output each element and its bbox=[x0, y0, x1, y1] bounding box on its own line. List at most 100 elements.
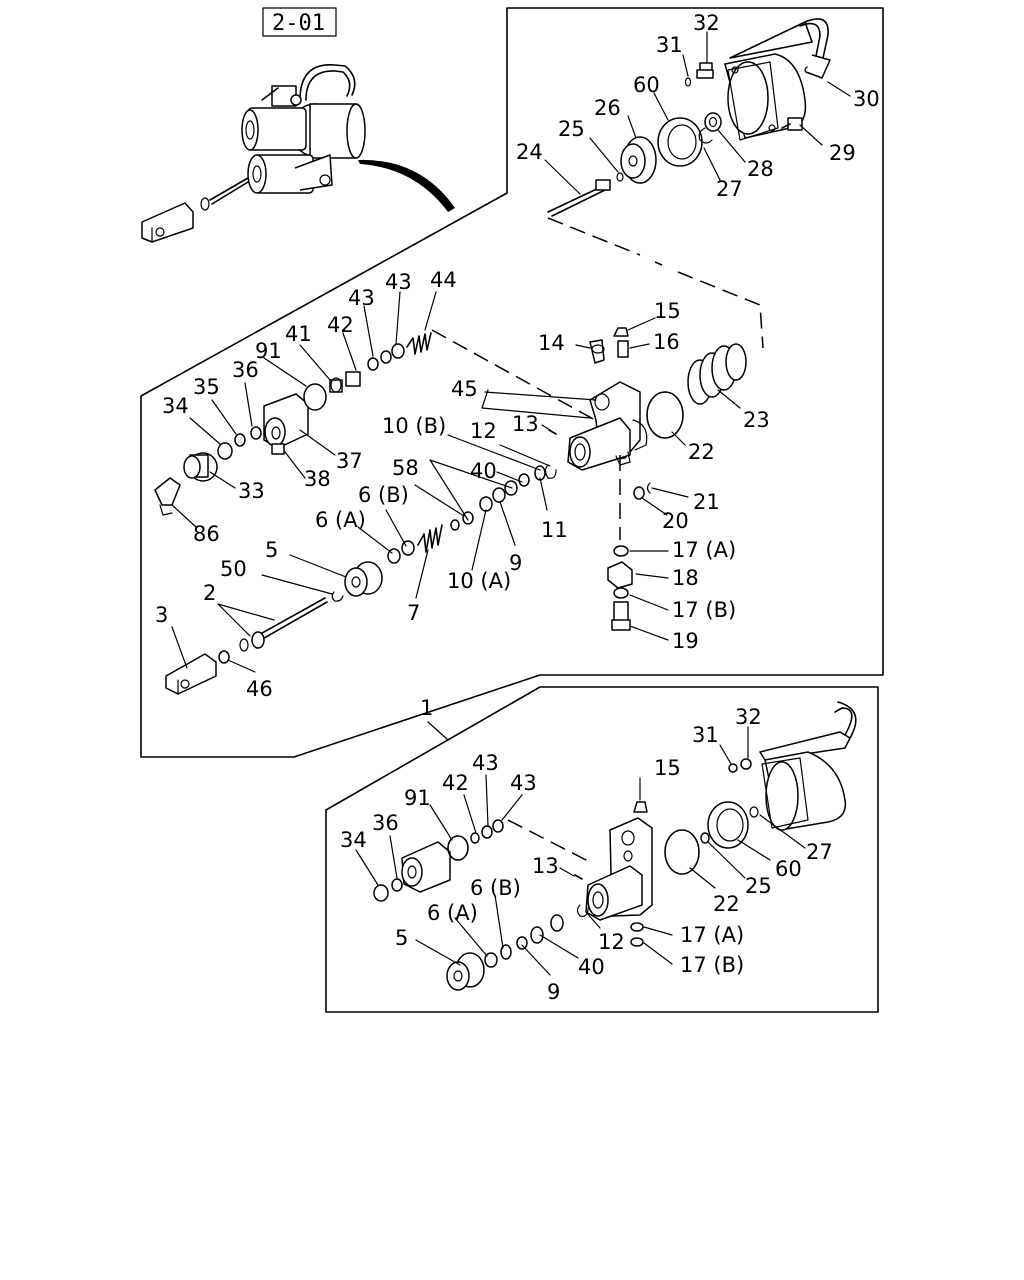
label-26: 26 bbox=[594, 96, 621, 120]
label-43: 43 bbox=[348, 286, 375, 310]
part-23-boot bbox=[687, 343, 747, 405]
part-15-cap-b bbox=[633, 801, 648, 813]
reference-box-label: 2-01 bbox=[272, 11, 325, 36]
label-11: 11 bbox=[541, 518, 568, 542]
label-15: 15 bbox=[654, 299, 681, 323]
leader-1 bbox=[427, 721, 449, 741]
part-13-pin bbox=[548, 429, 557, 435]
part-22-oring-b bbox=[664, 829, 700, 875]
label-32: 32 bbox=[693, 11, 720, 35]
bottom-servo-group bbox=[759, 701, 857, 831]
part-27-clip bbox=[698, 127, 713, 144]
label-13: 13 bbox=[532, 854, 559, 878]
label-6b: 6 (B) bbox=[358, 483, 409, 507]
part-43-ring-b bbox=[380, 350, 392, 364]
part-27-clip-b bbox=[749, 806, 759, 818]
part-42-piece bbox=[345, 371, 361, 387]
label-21: 21 bbox=[693, 490, 720, 514]
servo-cylinder-group bbox=[724, 18, 831, 141]
label-34: 34 bbox=[162, 394, 189, 418]
label-35: 35 bbox=[193, 375, 220, 399]
label-9: 9 bbox=[547, 980, 560, 1004]
label-31: 31 bbox=[656, 33, 683, 57]
label-29: 29 bbox=[829, 141, 856, 165]
label-6a: 6 (A) bbox=[427, 901, 478, 925]
label-5: 5 bbox=[265, 538, 278, 562]
label-45: 45 bbox=[451, 377, 478, 401]
label-6b: 6 (B) bbox=[470, 876, 521, 900]
label-43: 43 bbox=[385, 270, 412, 294]
label-9: 9 bbox=[509, 551, 522, 575]
label-19: 19 bbox=[672, 629, 699, 653]
part-33-plug bbox=[183, 452, 218, 482]
part-25-oring bbox=[616, 172, 624, 182]
label-60: 60 bbox=[775, 857, 802, 881]
part-17a-washer-b bbox=[630, 922, 644, 932]
part-17b-washer-a bbox=[613, 587, 629, 599]
bottom-piston-parts bbox=[446, 914, 564, 991]
label-31: 31 bbox=[692, 723, 719, 747]
label-15: 15 bbox=[654, 756, 681, 780]
label-33: 33 bbox=[238, 479, 265, 503]
leader-lines-bottom bbox=[355, 726, 806, 976]
label-34: 34 bbox=[340, 828, 367, 852]
part-24-rod bbox=[547, 179, 611, 217]
main-view-frame bbox=[140, 7, 884, 758]
assembly-thumbnail bbox=[141, 64, 366, 243]
label-22: 22 bbox=[713, 892, 740, 916]
label-10b: 10 (B) bbox=[382, 414, 446, 438]
part-2-pushrod bbox=[239, 597, 328, 652]
label-42: 42 bbox=[442, 771, 469, 795]
part-10a-ring bbox=[479, 496, 493, 512]
part-16-nipple bbox=[617, 340, 629, 358]
label-36: 36 bbox=[232, 358, 259, 382]
part-36-ring bbox=[250, 426, 262, 440]
label-60: 60 bbox=[633, 73, 660, 97]
label-44: 44 bbox=[430, 268, 457, 292]
label-38: 38 bbox=[304, 467, 331, 491]
part-5-piston-a bbox=[344, 561, 383, 597]
label-32: 32 bbox=[735, 705, 762, 729]
part-58b-ring bbox=[450, 519, 460, 531]
label-23: 23 bbox=[743, 408, 770, 432]
part-41-spring bbox=[329, 377, 343, 393]
part-40-ring bbox=[518, 473, 530, 487]
label-20: 20 bbox=[662, 509, 689, 533]
part-14-fitting bbox=[589, 339, 605, 364]
label-12: 12 bbox=[598, 930, 625, 954]
leader-lines-main bbox=[171, 31, 851, 673]
part-37-housing bbox=[263, 393, 309, 449]
part-91-oring bbox=[303, 383, 327, 411]
part-46-nut bbox=[218, 650, 230, 664]
part-9-piston bbox=[492, 487, 506, 503]
label-17a: 17 (A) bbox=[680, 923, 744, 947]
assembly-centerline-top bbox=[547, 217, 764, 349]
bottom-left-parts bbox=[373, 819, 591, 902]
reference-box bbox=[262, 7, 337, 37]
assembly-centerline-mid bbox=[431, 329, 596, 421]
part-17b-washer-b bbox=[630, 937, 644, 947]
part-13-pin-b bbox=[574, 874, 583, 880]
label-25: 25 bbox=[558, 117, 585, 141]
part-22-oring bbox=[646, 391, 684, 439]
part-86-elbow bbox=[154, 477, 181, 516]
part-25-oring-b bbox=[700, 832, 710, 844]
part-29-bolt bbox=[781, 117, 803, 131]
part-43-ring-a bbox=[367, 357, 379, 371]
label-50: 50 bbox=[220, 557, 247, 581]
label-17b: 17 (B) bbox=[680, 953, 744, 977]
part-12-clip bbox=[544, 464, 557, 479]
label-25: 25 bbox=[745, 874, 772, 898]
label-46: 46 bbox=[246, 677, 273, 701]
label-5: 5 bbox=[395, 926, 408, 950]
label-27: 27 bbox=[716, 177, 743, 201]
label-30: 30 bbox=[853, 87, 880, 111]
label-43: 43 bbox=[472, 751, 499, 775]
part-60-seal-b bbox=[707, 801, 749, 849]
label-40: 40 bbox=[578, 955, 605, 979]
part-7-spring bbox=[417, 524, 443, 553]
label-91: 91 bbox=[255, 339, 282, 363]
main-valve-body bbox=[567, 381, 648, 471]
label-18: 18 bbox=[672, 566, 699, 590]
